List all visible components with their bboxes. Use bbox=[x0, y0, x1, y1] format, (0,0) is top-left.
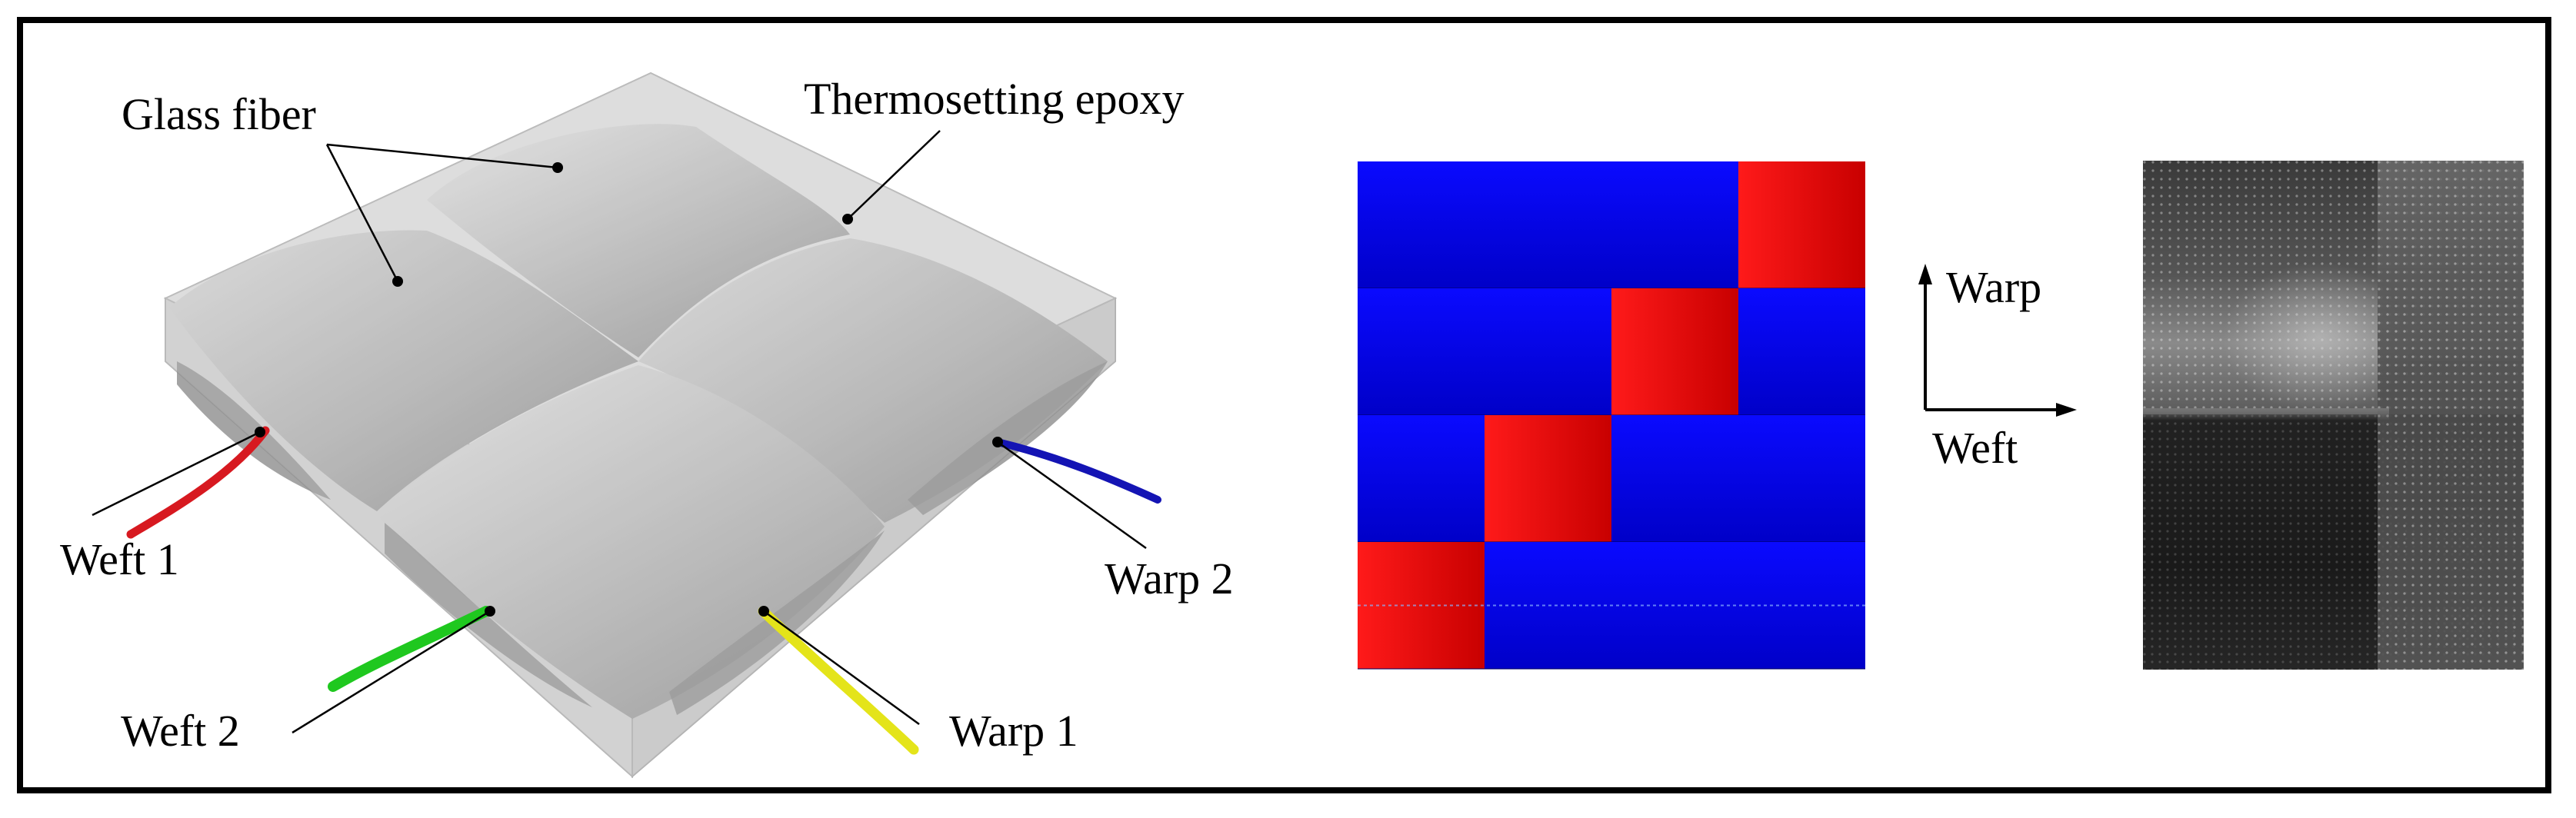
label-thermosetting-epoxy: Thermosetting epoxy bbox=[804, 74, 1185, 124]
warp2-tow bbox=[994, 438, 1161, 504]
composite-block bbox=[163, 71, 1118, 779]
axis-label-weft: Weft bbox=[1932, 423, 2018, 473]
weave-cell-weft-up bbox=[1358, 161, 1485, 288]
weave-cell-warp-up bbox=[1611, 288, 1738, 415]
fiber-dome-back bbox=[427, 124, 850, 357]
fabric-photo-edge bbox=[2143, 408, 2389, 421]
fabric-photo bbox=[2143, 161, 2524, 670]
weave-cell-weft-up bbox=[1485, 161, 1611, 288]
weave-cell-weft-up bbox=[1611, 161, 1738, 288]
label-glass-fiber: Glass fiber bbox=[122, 89, 316, 139]
orientation-axes bbox=[1918, 264, 2077, 417]
leader-dots bbox=[255, 162, 1003, 617]
weave-cell-weft-up bbox=[1358, 415, 1485, 542]
weave-cell-weft-up bbox=[1358, 288, 1485, 415]
weft2-tow bbox=[328, 606, 492, 692]
leader-lines bbox=[92, 130, 1147, 734]
label-weft2: Weft 2 bbox=[121, 706, 240, 756]
weave-cell-weft-up bbox=[1485, 288, 1611, 415]
label-warp1: Warp 1 bbox=[949, 706, 1078, 756]
fabric-photo-right bbox=[2378, 161, 2524, 670]
tow-section-front-left bbox=[385, 523, 592, 707]
axis-label-warp: Warp bbox=[1946, 262, 2041, 312]
epoxy-overlay bbox=[165, 73, 1115, 776]
tow-section-right bbox=[908, 361, 1108, 515]
warp1-tow bbox=[758, 606, 919, 755]
weave-pattern-grid bbox=[1358, 161, 1865, 670]
weave-cell-warp-up bbox=[1738, 161, 1865, 288]
label-warp2: Warp 2 bbox=[1105, 554, 1234, 604]
weave-cell-weft-up bbox=[1738, 288, 1865, 415]
weft1-tow bbox=[126, 426, 270, 539]
weave-cell-weft-up bbox=[1738, 415, 1865, 542]
weave-cell-weft-up bbox=[1611, 415, 1738, 542]
tow-section-left bbox=[177, 361, 331, 500]
fiber-dome-left bbox=[169, 230, 638, 511]
weave-cell-warp-up bbox=[1485, 415, 1611, 542]
label-weft1: Weft 1 bbox=[60, 534, 179, 584]
